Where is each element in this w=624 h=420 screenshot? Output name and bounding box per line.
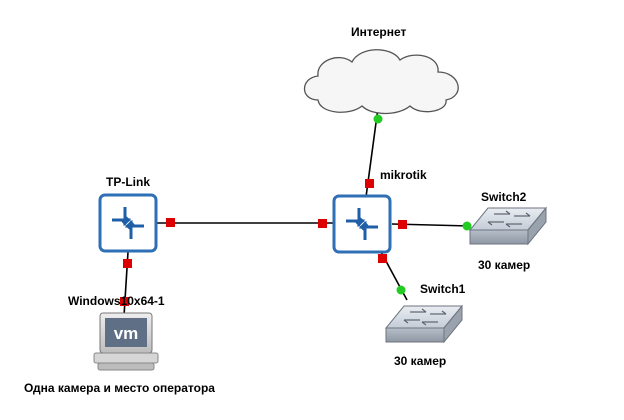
links bbox=[123, 107, 471, 317]
mikrotik-label: mikrotik bbox=[380, 168, 427, 182]
status-down-square bbox=[365, 179, 374, 188]
status-down-square bbox=[398, 220, 407, 229]
vm-workstation-icon[interactable]: vm bbox=[93, 312, 159, 371]
link-status-markers bbox=[120, 114, 472, 306]
status-down-square bbox=[318, 219, 327, 228]
switch2-label: Switch2 bbox=[481, 190, 527, 204]
status-down-square bbox=[378, 254, 387, 263]
status-up-dot bbox=[462, 221, 472, 231]
switch-icon[interactable] bbox=[384, 304, 464, 344]
internet-label: Интернет bbox=[351, 25, 407, 39]
internet-cloud-icon[interactable] bbox=[303, 49, 459, 115]
status-up-dot bbox=[396, 285, 406, 295]
switch1-caption: 30 камер bbox=[394, 354, 447, 368]
status-down-square bbox=[166, 218, 175, 227]
vm-screen-text: vm bbox=[114, 324, 139, 343]
switch-icon[interactable] bbox=[468, 206, 548, 246]
status-up-dot bbox=[373, 114, 383, 124]
windows-caption: Одна камера и место оператора bbox=[24, 381, 215, 395]
status-down-square bbox=[120, 297, 129, 306]
router-icon[interactable] bbox=[332, 194, 392, 254]
switch2-caption: 30 камер bbox=[478, 258, 531, 272]
tplink-label: TP-Link bbox=[106, 175, 150, 189]
switch1-label: Switch1 bbox=[420, 282, 466, 296]
windows-label: Windows10x64-1 bbox=[68, 294, 165, 308]
router-icon[interactable] bbox=[98, 193, 158, 253]
status-down-square bbox=[123, 259, 132, 268]
